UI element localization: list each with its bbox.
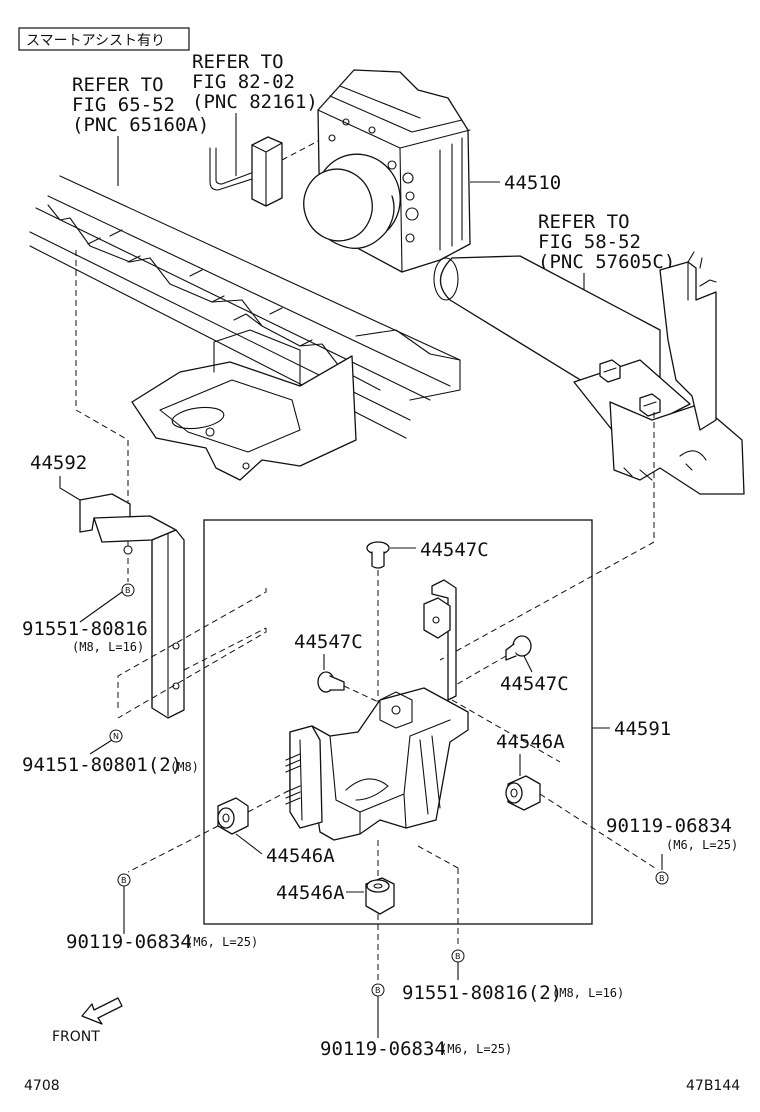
grommet-44546a-bottom-drawing: [346, 840, 395, 980]
svg-text:B: B: [375, 986, 381, 995]
ref-fig58-line1: REFER TO: [538, 211, 630, 233]
leader-91551-left: [79, 591, 123, 623]
footer-left-code: 4708: [24, 1078, 60, 1094]
ref-fig65: REFER TO FIG 65-52 (PNC 65160A): [72, 74, 209, 186]
leader-94151: [89, 739, 113, 755]
marker-n: N: [109, 729, 123, 743]
nut-dash-lines: [117, 588, 267, 719]
footer-right-code: 47B144: [686, 1078, 740, 1094]
part-91551-80816-bottom-spec: (M8, L=16): [552, 986, 624, 1000]
wire-connector-drawing: [209, 136, 321, 207]
front-arrow-icon: [81, 997, 123, 1025]
ref-fig82-line2: FIG 82-02: [192, 71, 295, 93]
part-44546a-bottom-label: 44546A: [276, 882, 345, 904]
studs: [285, 753, 301, 805]
part-44510-label: 44510: [504, 172, 561, 194]
bolt-44547c-left-drawing: [317, 671, 401, 713]
frame-rail-drawing: [29, 175, 461, 548]
ref-fig58-line3: (PNC 57605C): [538, 251, 675, 273]
bracket-44591-drawing: [285, 579, 561, 841]
ref-fig58: REFER TO FIG 58-52 (PNC 57605C): [538, 211, 675, 318]
part-90119-06834-left-label: 90119-06834: [66, 931, 192, 953]
part-90119-06834-bottom-label: 90119-06834: [320, 1038, 446, 1060]
part-44547c-left-label: 44547C: [294, 631, 363, 653]
header-note: スマートアシスト有り: [26, 33, 165, 49]
ref-fig65-line1: REFER TO: [72, 74, 164, 96]
bolt-44547c-right-drawing: [453, 635, 533, 687]
marker-b-right: B: [655, 871, 669, 885]
marker-b-bottom: B: [371, 983, 385, 997]
svg-text:N: N: [113, 732, 119, 741]
part-90119-06834-right-label: 90119-06834: [606, 815, 732, 837]
part-91551-80816-left-spec: (M8, L=16): [72, 640, 144, 654]
svg-text:B: B: [125, 586, 131, 595]
grommet-44546a-right-drawing: [505, 775, 659, 871]
part-44546a-right-label: 44546A: [496, 731, 565, 753]
part-44547c-top-label: 44547C: [420, 539, 489, 561]
detail-box: [203, 519, 593, 925]
part-94151-80801-label: 94151-80801(2): [22, 754, 182, 776]
part-90119-06834-bottom-spec: (M6, L=25): [440, 1042, 512, 1056]
ref-fig58-line2: FIG 58-52: [538, 231, 641, 253]
part-91551-80816-left-label: 91551-80816: [22, 618, 148, 640]
grommet-44546a-left-drawing: [127, 789, 291, 873]
part-44547c-right-label: 44547C: [500, 673, 569, 695]
part-91551-80816-bottom-label: 91551-80816(2): [402, 982, 562, 1004]
ref-fig65-line2: FIG 65-52: [72, 94, 175, 116]
part-44592-label: 44592: [30, 452, 87, 474]
front-label: FRONT: [52, 1029, 100, 1045]
part-90119-06834-left-spec: (M6, L=25): [186, 935, 258, 949]
ref-fig65-line3: (PNC 65160A): [72, 114, 209, 136]
ref-fig82-line3: (PNC 82161): [192, 91, 318, 113]
part-94151-80801-spec: (M8): [170, 760, 199, 774]
svg-text:B: B: [455, 952, 461, 961]
part-90119-06834-right-spec: (M6, L=25): [666, 838, 738, 852]
svg-text:B: B: [121, 876, 127, 885]
marker-b-left: B: [121, 583, 135, 597]
part-44591-label: 44591: [614, 718, 671, 740]
ref-fig82-line1: REFER TO: [192, 51, 284, 73]
svg-text:B: B: [659, 874, 665, 883]
marker-b-bottom-center: B: [451, 949, 465, 963]
abs-actuator-drawing: [303, 69, 500, 273]
marker-b-lower-left: B: [117, 873, 131, 887]
ref-fig82: REFER TO FIG 82-02 (PNC 82161): [192, 51, 318, 176]
bracket-44592-drawing: [59, 476, 185, 719]
cross-member-drawing: [433, 251, 745, 661]
header-note-box: [18, 27, 190, 51]
part-44546a-left-label: 44546A: [266, 845, 335, 867]
